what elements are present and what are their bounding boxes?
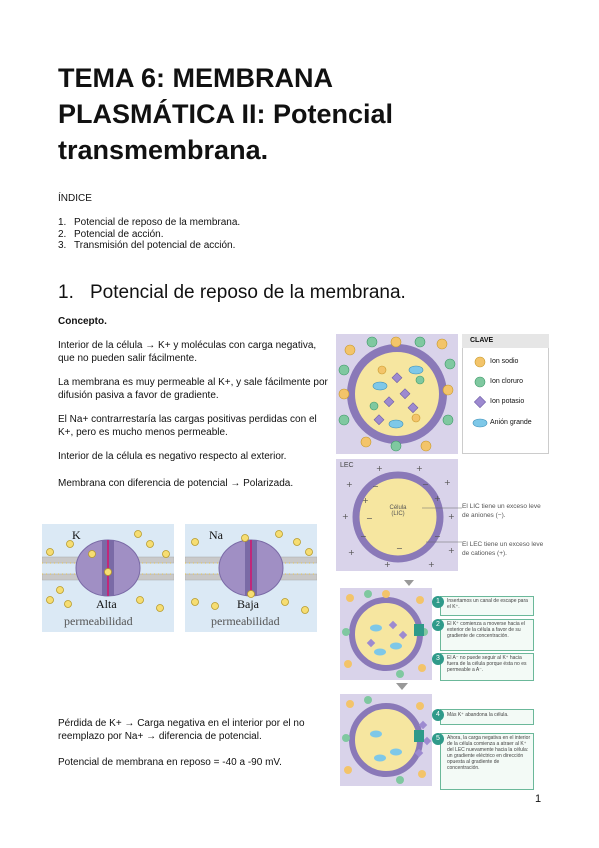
ion-label: K	[72, 528, 81, 542]
key-item: Ion potasio	[490, 398, 525, 405]
svg-text:+: +	[434, 494, 441, 503]
page-title: TEMA 6: MEMBRANA PLASMÁTICA II: Potencia…	[58, 63, 394, 165]
svg-text:+: +	[384, 560, 391, 569]
page-number: 1	[535, 793, 542, 805]
index-list: 1.Potencial de reposo de la membrana. 2.…	[58, 217, 240, 252]
channel-label: permeabilidad	[64, 614, 133, 628]
index-item: 2.Potencial de acción.	[58, 228, 164, 240]
arrow-down-icon	[396, 683, 408, 690]
svg-text:+: +	[428, 560, 435, 569]
svg-text:+: +	[346, 480, 353, 489]
svg-text:−: −	[396, 544, 403, 553]
step-text: El K⁺ comienza a moverse hacia el exteri…	[447, 621, 525, 639]
step-text: Insertamos un canal de escape para el K⁺…	[447, 598, 528, 610]
step-number: 1	[432, 596, 444, 608]
svg-text:−: −	[360, 532, 367, 541]
cell-ion-figure	[336, 334, 458, 454]
svg-text:+: +	[448, 546, 455, 555]
svg-text:−: −	[366, 514, 373, 523]
svg-text:−: −	[422, 480, 429, 489]
index-item: 1.Potencial de reposo de la membrana.	[58, 217, 241, 228]
section-heading: 1.Potencial de reposo de la membrana.	[58, 282, 406, 303]
svg-text:+: +	[444, 478, 451, 487]
step-figure-a	[340, 588, 432, 680]
step-text: Ahora, la carga negativa en el interior …	[447, 735, 531, 771]
cell-label: Célula(LIC)	[389, 505, 407, 517]
index-heading: ÍNDICE	[58, 193, 92, 204]
svg-text:−: −	[372, 482, 379, 491]
note: El LEC tiene un exceso leve de cationes …	[462, 541, 544, 557]
ion-label: Na	[209, 528, 223, 542]
channel-label: Baja	[237, 597, 259, 611]
step-number: 5	[432, 733, 444, 745]
paragraph: Potencial de membrana en reposo = -40 a …	[58, 757, 282, 768]
svg-text:+: +	[362, 496, 369, 505]
step-number: 2	[432, 619, 444, 631]
paragraph: El Na+ contrarrestaría las cargas positi…	[58, 414, 317, 438]
svg-text:+: +	[416, 464, 423, 473]
na-channel-figure: Na Baja permeabilidad	[184, 524, 318, 632]
channel-label: Alta	[96, 597, 117, 611]
step-figure-b	[340, 694, 432, 786]
connector-lines	[422, 507, 462, 543]
svg-text:+: +	[376, 464, 383, 473]
paragraph: Membrana con diferencia de potencial → P…	[58, 478, 294, 489]
k-channel-figure: K Alta permeabilidad	[41, 524, 175, 632]
index-item: 3.Transmisión del potencial de acción.	[58, 240, 236, 251]
step-text: El A⁻ no puede seguir al K⁺ hacia fuera …	[447, 655, 527, 673]
step-number: 4	[432, 709, 444, 721]
step-text: Más K⁺ abandona la célula.	[447, 712, 509, 718]
step-box	[440, 653, 534, 681]
paragraph: Interior de la célula → K+ y moléculas c…	[58, 340, 317, 364]
step-box	[440, 619, 534, 651]
charged-cell-figure: +++ +++ +++ +++ −−− −−− LEC Célula(LIC)	[336, 459, 458, 571]
key-legend: CLAVE Ion sodio Ion cloruro Ion potasio …	[462, 334, 549, 454]
svg-text:−: −	[434, 532, 441, 541]
paragraph: La membrana es muy permeable al K+, y sa…	[58, 377, 328, 401]
paragraph: Pérdida de K+ → Carga negativa en el int…	[58, 718, 305, 742]
key-item: Ion sodio	[490, 358, 519, 365]
key-item: Ion cloruro	[490, 378, 524, 385]
note: El LIC tiene un exceso leve de aniones (…	[462, 503, 541, 519]
subheading: Concepto.	[58, 316, 107, 327]
paragraph: Interior de la célula es negativo respec…	[58, 451, 287, 462]
key-heading: CLAVE	[470, 337, 494, 344]
svg-text:+: +	[348, 548, 355, 557]
arrow-down-icon	[404, 580, 414, 586]
lec-label: LEC	[340, 462, 354, 469]
channel-label: permeabilidad	[211, 614, 280, 628]
key-item: Anión grande	[490, 419, 532, 426]
svg-text:+: +	[342, 512, 349, 521]
step-box	[440, 733, 534, 790]
step-number: 3	[432, 653, 444, 665]
svg-text:+: +	[448, 512, 455, 521]
